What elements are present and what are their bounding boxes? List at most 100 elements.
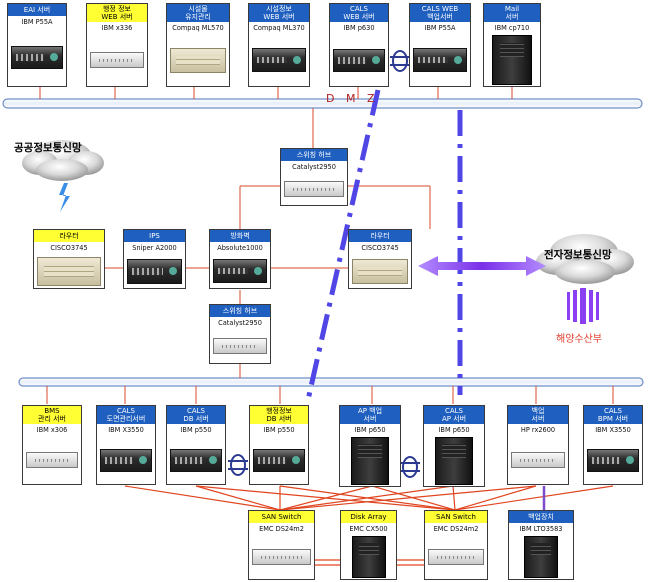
- node-bms: BMS 관리 서버 IBM x306: [22, 405, 82, 485]
- server-rack-icon: [253, 449, 305, 472]
- server-rack-icon: [11, 46, 63, 69]
- node-header: 시설정보 WEB 서버: [249, 4, 309, 22]
- rack-1u-icon: [284, 181, 344, 197]
- node-cals-web: CALS WEB 서버 IBM p630: [329, 3, 389, 87]
- ministry-label: 해양수산부: [556, 334, 602, 345]
- server-rack-icon: [333, 49, 385, 72]
- rack-1u-icon: [90, 52, 144, 68]
- node-model: EMC CX500: [349, 525, 388, 533]
- public-network-cloud: [22, 140, 104, 181]
- node-header: CALS AP 서버: [424, 406, 484, 424]
- node-ap-backup: AP 백업 서버 IBM p650: [339, 405, 401, 487]
- node-model: IBM p650: [438, 426, 470, 434]
- rack-1u-icon: [511, 452, 565, 468]
- node-header: AP 백업 서버: [340, 406, 400, 424]
- node-header: 시설물 유지관리: [167, 4, 229, 22]
- rack-1u-icon: [213, 338, 267, 354]
- node-header: Mail 서버: [484, 4, 540, 22]
- rack-1u-icon: [26, 452, 78, 468]
- stripes-icon: [567, 288, 599, 324]
- node-router-left: 라우터 CISCO3745: [33, 229, 105, 289]
- node-header: Disk Array: [341, 511, 396, 523]
- server-rack-icon: [170, 449, 222, 472]
- server-tower-icon: [352, 536, 386, 578]
- bond-rings: [228, 50, 420, 478]
- router-chassis-icon: [37, 257, 101, 286]
- node-cals-ap: CALS AP 서버 IBM p650: [423, 405, 485, 487]
- node-model: IBM p630: [343, 24, 375, 32]
- lightning-icon: [59, 183, 70, 212]
- node-header: 라우터: [34, 230, 104, 242]
- node-header: SAN Switch: [425, 511, 487, 523]
- server-rack-icon: [100, 449, 152, 472]
- node-admin-db: 행정정보 DB 서버 IBM p550: [249, 405, 309, 485]
- dmz-label: D M Z: [326, 92, 379, 105]
- node-header: CALS DB 서버: [167, 406, 225, 424]
- double-arrow-icon: [418, 256, 546, 276]
- node-model: CISCO3745: [361, 244, 399, 252]
- server-rack-icon: [413, 48, 467, 72]
- node-model: HP rx2600: [520, 426, 556, 434]
- node-model: IBM p650: [354, 426, 386, 434]
- server-rack-icon: [213, 259, 267, 283]
- node-header: 라우터: [349, 230, 411, 242]
- node-header: 스위칭 허브: [281, 149, 347, 161]
- node-model: IBM p550: [263, 426, 295, 434]
- node-header: 백업장치: [509, 511, 573, 523]
- node-header: BMS 관리 서버: [23, 406, 81, 424]
- lan-bus: [18, 377, 644, 387]
- node-model: IBM P55A: [424, 24, 456, 32]
- node-model: EMC DS24m2: [259, 525, 304, 533]
- node-header: 백업 서버: [508, 406, 568, 424]
- node-model: Catalyst2950: [218, 319, 262, 327]
- server-rack-icon: [252, 48, 306, 72]
- node-header: CALS WEB 서버: [330, 4, 388, 22]
- e-gov-network-cloud: [536, 234, 634, 284]
- node-header: EAI 서버: [8, 4, 66, 16]
- e-gov-network-label: 전자정보통신망: [544, 249, 612, 261]
- node-header: SAN Switch: [249, 511, 314, 523]
- node-facility-maint: 시설물 유지관리 Compaq ML570: [166, 3, 230, 87]
- server-tower-icon: [492, 35, 532, 85]
- san-cables: [124, 485, 614, 566]
- node-model: CISCO3745: [50, 244, 88, 252]
- node-cals-db: CALS DB 서버 IBM p550: [166, 405, 226, 485]
- node-model: IBM X3550: [108, 426, 144, 434]
- node-model: IBM x306: [36, 426, 68, 434]
- node-eai: EAI 서버 IBM P55A: [7, 3, 67, 87]
- node-cals-drawing: CALS 도면관리서버 IBM X3550: [96, 405, 156, 485]
- node-router-right: 라우터 CISCO3745: [348, 229, 412, 289]
- node-model: Compaq ML570: [172, 24, 224, 32]
- node-header: 방화벽: [210, 230, 270, 242]
- node-model: IBM p550: [180, 426, 212, 434]
- node-backup: 백업 서버 HP rx2600: [507, 405, 569, 485]
- node-model: Absolute1000: [217, 244, 263, 252]
- node-model: IBM P55A: [21, 18, 53, 26]
- node-model: IBM x336: [101, 24, 133, 32]
- dashed-links: [305, 89, 463, 401]
- server-rack-icon: [127, 259, 182, 284]
- server-tower-icon: [351, 437, 389, 485]
- router-chassis-icon: [170, 48, 226, 73]
- server-rack-icon: [587, 449, 639, 472]
- rack-1u-icon: [428, 549, 484, 565]
- router-chassis-icon: [352, 259, 408, 284]
- public-network-label: 공공정보통신망: [14, 142, 82, 154]
- dmz-bus: [2, 98, 643, 109]
- node-header: CALS WEB 백업서버: [410, 4, 470, 22]
- node-header: CALS BPM 서버: [584, 406, 642, 424]
- rack-1u-icon: [252, 549, 311, 565]
- node-header: 행정 정보 WEB 서버: [87, 4, 147, 22]
- node-header: CALS 도면관리서버: [97, 406, 155, 424]
- node-header: 행정정보 DB 서버: [250, 406, 308, 424]
